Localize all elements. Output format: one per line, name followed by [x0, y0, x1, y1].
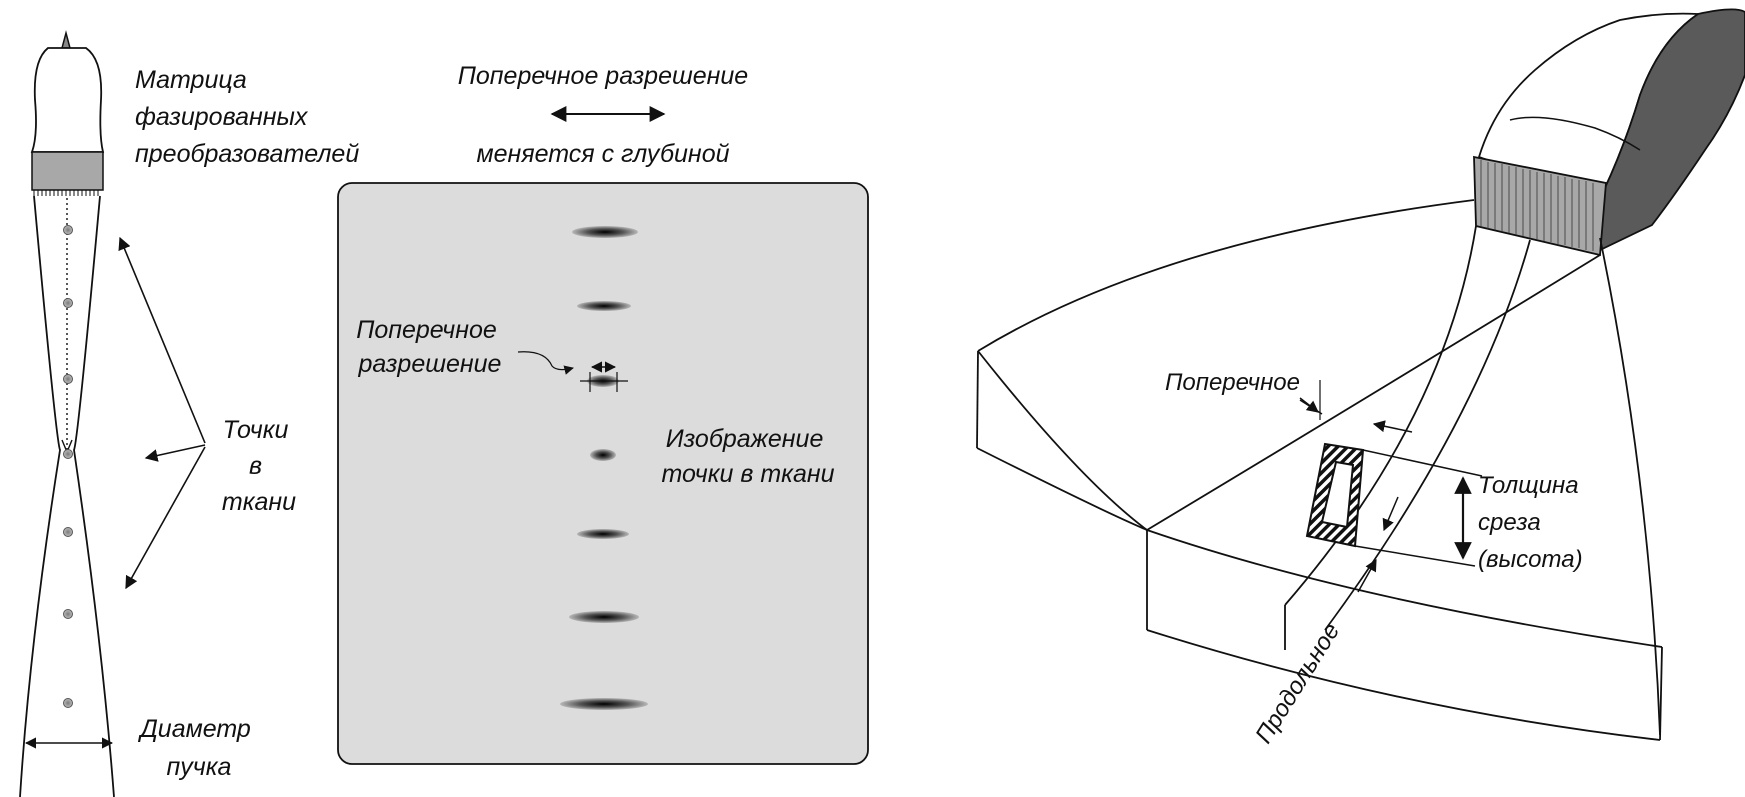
- lateral-arrow-left: [1299, 397, 1319, 413]
- sector-edge-top-left: [977, 199, 1475, 352]
- header-varies-with-depth: меняется с глубиной: [476, 140, 729, 168]
- beam-left-line: [1284, 225, 1477, 606]
- beam-right-line: [1324, 239, 1531, 631]
- tissue-point: [63, 374, 73, 384]
- sector-front-arc: [977, 350, 1663, 648]
- beam-edge-left: [19, 195, 61, 797]
- tissue-point: [63, 527, 73, 537]
- beam-diameter-label: Диаметр пучка: [137, 715, 258, 781]
- point-images: [560, 226, 648, 710]
- slice-thickness-label: Толщина среза (высота): [1478, 472, 1585, 573]
- probe-label: Матрица фазированных преобразователей: [135, 66, 359, 168]
- tissue-point: [63, 609, 73, 619]
- probe-handle: [30, 47, 105, 153]
- sector-bottom-arc: [1146, 629, 1661, 741]
- lateral-label: Поперечное: [1165, 369, 1300, 396]
- axial-arrow-top: [1382, 496, 1399, 532]
- sector-corner-left: [976, 350, 979, 449]
- probe-groove: [1509, 116, 1641, 151]
- resolution-cell: [1305, 442, 1365, 548]
- sector-bottom-left: [976, 447, 1148, 531]
- header-lateral-resolution: Поперечное разрешение: [458, 62, 748, 90]
- tissue-points-label: Точки в ткани: [222, 416, 296, 516]
- probe-side-3d: [1598, 8, 1745, 252]
- tissue-point: [63, 449, 73, 459]
- beam-edge-right: [73, 195, 115, 797]
- scan-sector: [976, 199, 1663, 741]
- resolution-marker: [517, 351, 628, 392]
- point-image: [577, 529, 629, 539]
- points-pointer-arrow: [144, 444, 206, 462]
- point-image-label: Изображение точки в ткани: [661, 425, 834, 488]
- right-panel: Поперечное Толщина среза (высота) Продол…: [976, 8, 1745, 748]
- lateral-arrow-right: [1372, 420, 1413, 433]
- middle-panel: Поперечное разрешение меняется с глубино…: [337, 62, 869, 765]
- tissue-point: [63, 698, 73, 708]
- slice-extension-top: [1362, 449, 1483, 477]
- probe-3d: [1473, 8, 1745, 257]
- resolution-label: Поперечное разрешение: [356, 316, 504, 378]
- sector-edge-right: [1599, 237, 1661, 736]
- slice-extension-bottom: [1354, 545, 1476, 567]
- transducer-elements: [33, 190, 99, 196]
- resolution-pointer: [517, 351, 574, 375]
- sector-back-edge: [1659, 646, 1663, 741]
- axial-arrow-bottom: [1357, 558, 1377, 593]
- phased-array-probe: [30, 30, 105, 196]
- tissue-point: [63, 225, 73, 235]
- sector-inner-line: [1146, 254, 1601, 531]
- tissue-points: [63, 225, 73, 708]
- axial-label: Продольное: [1250, 618, 1345, 748]
- points-pointer-arrow: [118, 236, 206, 444]
- image-panel: [337, 182, 869, 765]
- transducer-array: [31, 151, 104, 191]
- point-image: [560, 698, 648, 710]
- point-image: [590, 449, 616, 461]
- transducer-elements-3d: [1480, 160, 1594, 251]
- point-image: [577, 301, 631, 311]
- tissue-point: [63, 298, 73, 308]
- probe-tip: [61, 30, 71, 49]
- point-image: [569, 611, 639, 623]
- left-panel: Матрица фазированных преобразователей То…: [19, 30, 359, 797]
- hatched-cell: [1305, 442, 1365, 548]
- points-pointer-arrow: [125, 446, 206, 590]
- point-image: [572, 226, 638, 238]
